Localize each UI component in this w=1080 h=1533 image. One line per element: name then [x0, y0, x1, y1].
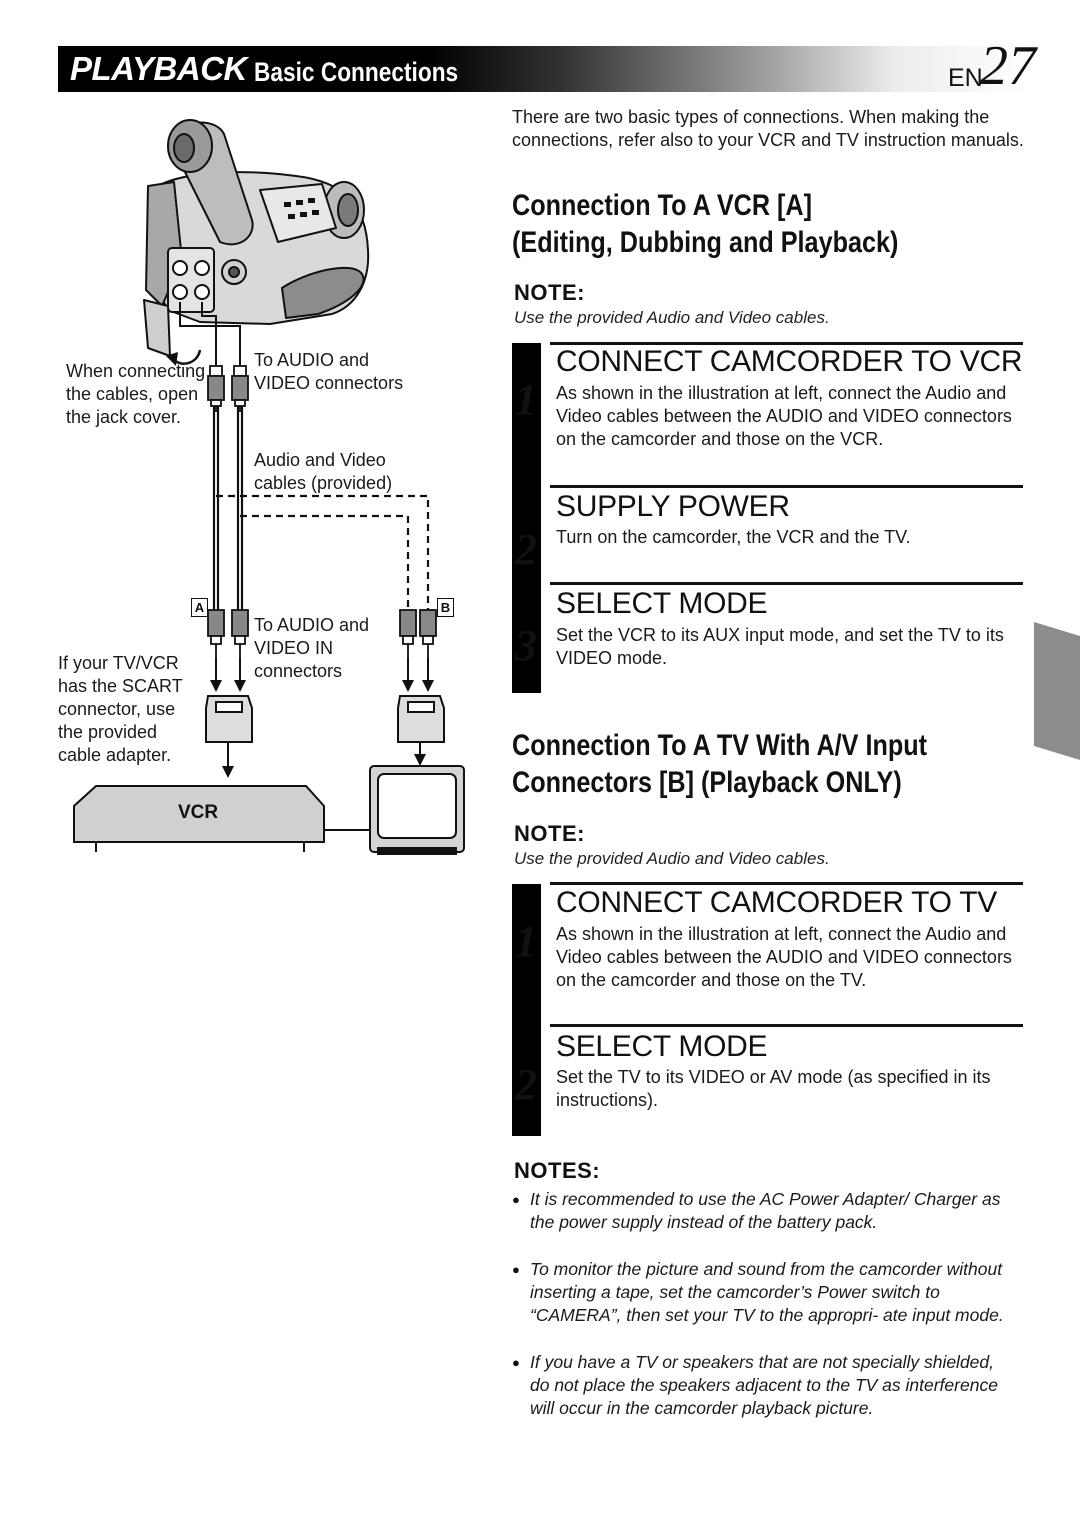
step-divider	[550, 485, 1023, 488]
vcr-section-heading-line2: (Editing, Dubbing and Playback)	[512, 226, 899, 259]
camcorder-illustration	[143, 119, 370, 366]
step-title: SELECT MODE	[556, 587, 768, 620]
section-title: PLAYBACK	[70, 50, 247, 87]
tv-section-heading-line2: Connectors [B] (Playback ONLY)	[512, 766, 902, 799]
step-text: Set the TV to its VIDEO or AV mode (as s…	[556, 1067, 991, 1110]
step-divider	[550, 342, 1023, 345]
label-to-audio-video-in: To AUDIO and VIDEO IN connectors	[254, 615, 370, 681]
step-title: SELECT MODE	[556, 1030, 768, 1063]
label-cables-provided: Audio and Video cables (provided)	[254, 450, 393, 493]
top-plugs	[207, 365, 249, 412]
notes-item: If you have a TV or speakers that are no…	[530, 1352, 998, 1418]
jack-cover-note: When connecting the cables, open the jac…	[66, 361, 206, 427]
intro-text: There are two basic types of connections…	[512, 107, 1024, 150]
connection-diagram	[73, 119, 465, 855]
step-text: Turn on the camcorder, the VCR and the T…	[556, 527, 911, 547]
bullet-icon: ●	[512, 1192, 520, 1207]
vcr-illustration	[73, 785, 325, 852]
lower-plugs-a	[207, 609, 249, 658]
step-number: 2	[515, 1060, 537, 1109]
step-divider	[550, 582, 1023, 585]
step-divider	[550, 882, 1023, 885]
vcr-label: VCR	[178, 802, 219, 823]
step-title: SUPPLY POWER	[556, 490, 790, 523]
tv-note-heading: NOTE:	[514, 821, 585, 846]
step-title: CONNECT CAMCORDER TO TV	[556, 886, 997, 919]
notes-item: To monitor the picture and sound from th…	[530, 1259, 1004, 1325]
vcr-section-heading-line1: Connection To A VCR [A]	[512, 189, 813, 222]
connection-label-b: B	[437, 598, 454, 617]
vcr-steps-bar	[512, 343, 541, 693]
step-number: 1	[515, 375, 537, 424]
step-number: 1	[515, 917, 537, 966]
step-text: Set the VCR to its AUX input mode, and s…	[556, 625, 1004, 668]
step-number: 2	[515, 525, 537, 574]
scart-adapter-b	[397, 695, 445, 758]
label-to-audio-video: To AUDIO and VIDEO connectors	[254, 350, 404, 393]
tv-steps-bar	[512, 884, 541, 1136]
notes-item: It is recommended to use the AC Power Ad…	[530, 1189, 1001, 1232]
vcr-note-text: Use the provided Audio and Video cables.	[514, 308, 830, 327]
step-number: 3	[515, 621, 537, 670]
scart-note: If your TV/VCR has the SCART connector, …	[58, 653, 183, 765]
side-tab	[1034, 622, 1080, 760]
scart-adapter-a	[205, 695, 253, 770]
page-number: 27	[980, 35, 1036, 97]
bullet-icon: ●	[512, 1262, 520, 1277]
notes-heading: NOTES:	[514, 1158, 601, 1183]
step-text: As shown in the illustration at left, co…	[556, 924, 1012, 990]
tv-note-text: Use the provided Audio and Video cables.	[514, 849, 830, 868]
step-text: As shown in the illustration at left, co…	[556, 383, 1012, 449]
step-divider	[550, 1024, 1023, 1027]
connection-label-a: A	[191, 598, 208, 617]
tv-section-heading-line1: Connection To A TV With A/V Input	[512, 729, 928, 762]
bullet-icon: ●	[512, 1355, 520, 1370]
lower-plugs-b	[399, 609, 437, 658]
step-title: CONNECT CAMCORDER TO VCR	[556, 345, 1023, 378]
header-bar	[58, 46, 1030, 92]
vcr-note-heading: NOTE:	[514, 280, 585, 305]
language-code: EN	[948, 64, 983, 92]
tv-illustration	[369, 765, 465, 855]
page-title: Basic Connections	[254, 57, 459, 87]
